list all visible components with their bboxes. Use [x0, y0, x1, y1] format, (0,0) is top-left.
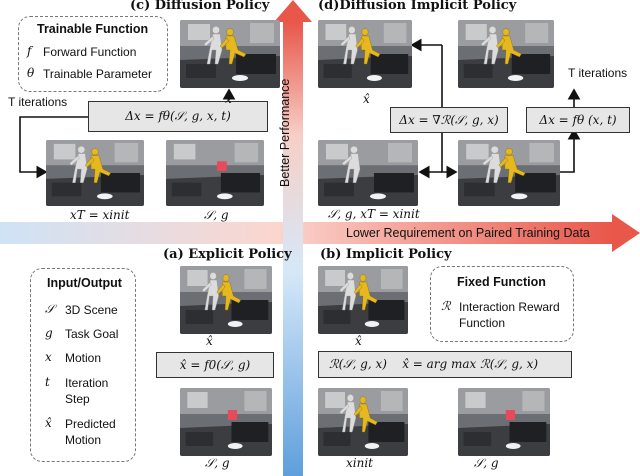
horizontal-axis-label: Lower Requirement on Paired Training Dat…: [346, 226, 590, 240]
trainable-function-legend: Trainable Function f Forward Function θ …: [18, 16, 168, 92]
d-reward-gradient-equation: Δx = ∇ℛ(𝒮, g, x): [390, 107, 508, 133]
fixed-legend-title: Fixed Function: [457, 275, 546, 289]
c-cond-scene-image: [166, 140, 264, 206]
legend-symbol-t: t: [45, 375, 50, 389]
legend-symbol-theta: θ: [27, 66, 35, 80]
b-cond-label: 𝒮, g: [474, 456, 499, 470]
d-trainable-equation: Δx = fθ (x, t): [526, 107, 630, 133]
panel-d-title: (d)Diffusion Implicit Policy: [318, 0, 517, 13]
c-iterations-label: T iterations: [8, 95, 68, 109]
panel-b-title: (b) Implicit Policy: [320, 247, 452, 262]
c-loop-arrows: [19, 88, 236, 179]
legend-symbol-R: ℛ: [441, 299, 451, 313]
legend-symbol-scene: 𝒮: [45, 302, 55, 316]
fixed-function-legend: Fixed Function ℛ Interaction Reward Func…: [430, 266, 574, 342]
a-cond-scene-image: [180, 388, 272, 456]
legend-text-interaction-reward: Interaction Reward Function: [459, 300, 560, 330]
legend-symbol-x: x: [45, 350, 52, 364]
legend-text-forward-function: Forward Function: [43, 45, 137, 59]
legend-text-3d-scene: 3D Scene: [65, 303, 118, 317]
legend-text-iteration-step: Iteration Step: [65, 376, 109, 406]
d-init-scene-image: [318, 140, 418, 206]
vertical-axis-label: Better Performance: [278, 78, 292, 187]
io-legend-title: Input/Output: [47, 276, 122, 290]
legend-symbol-g: g: [45, 326, 53, 340]
d-output-label: x̂: [363, 92, 370, 106]
legend-text-task-goal: Task Goal: [65, 327, 119, 341]
d-mid-scene-image: [458, 140, 560, 206]
trainable-legend-title: Trainable Function: [37, 22, 149, 36]
b-cond-scene-image: [458, 388, 550, 456]
legend-symbol-xhat: x̂: [45, 416, 52, 430]
legend-symbol-f: f: [27, 44, 32, 58]
input-output-legend: Input/Output 𝒮 3D Scene g Task Goal x Mo…: [30, 268, 136, 462]
d-iter-scene-image: [458, 20, 554, 88]
d-output-scene-image: [318, 20, 412, 88]
b-implicit-equation: ℛ(𝒮, g, x) x̂ = arg max ℛ(𝒮, g, x): [318, 351, 572, 378]
c-output-label: x̂: [225, 92, 232, 106]
b-init-scene-image: [318, 388, 408, 456]
b-equation-text: ℛ(𝒮, g, x) x̂ = arg max ℛ(𝒮, g, x): [329, 357, 539, 371]
c-update-equation: Δx = fθ(𝒮, g, x, t): [88, 101, 268, 132]
c-cond-label: 𝒮, g: [204, 208, 229, 222]
legend-text-trainable-parameter: Trainable Parameter: [43, 67, 152, 81]
d-flow-arrows: [410, 38, 581, 179]
c-output-scene-image: [180, 20, 280, 88]
legend-text-predicted-motion: Predicted Motion: [65, 417, 116, 447]
c-init-scene-image: [46, 140, 144, 206]
c-init-label: xT = xinit: [70, 208, 130, 222]
panel-c-title: (c) Diffusion Policy: [130, 0, 270, 13]
b-init-label: xinit: [346, 456, 373, 470]
d-iterations-label: T iterations: [568, 66, 628, 80]
panel-a-title: (a) Explicit Policy: [163, 247, 292, 262]
b-output-scene-image: [318, 266, 408, 334]
horizontal-axis-arrow: [0, 214, 640, 252]
vertical-axis-arrow: [274, 0, 312, 476]
a-output-label: x̂: [206, 334, 213, 348]
a-output-scene-image: [180, 266, 272, 334]
legend-text-motion: Motion: [65, 351, 102, 365]
b-output-label: x̂: [355, 334, 362, 348]
a-cond-label: 𝒮, g: [205, 456, 230, 470]
d-init-label: 𝒮, g, xT = xinit: [328, 207, 420, 221]
a-explicit-equation: x̂ = f0(𝒮, g): [156, 352, 274, 378]
